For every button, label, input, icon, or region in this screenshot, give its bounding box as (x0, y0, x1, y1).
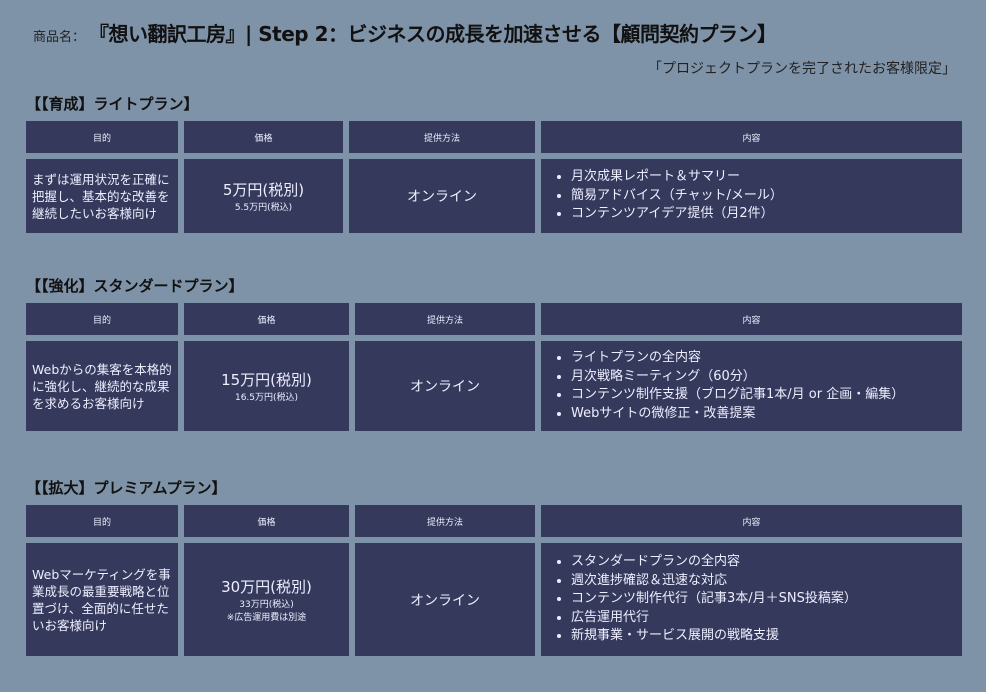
content-item: 広告運用代行 (571, 609, 857, 628)
column-header: 提供方法 (349, 121, 535, 153)
price-note: ※広告運用費は別途 (226, 613, 307, 623)
plan-table: 目的価格提供方法内容 Webマーケティングを事業成長の最重要戦略と位置づけ、全面的… (26, 505, 962, 656)
plan-section: 【【拡大】プレミアムプラン】 目的価格提供方法内容 Webマーケティングを事業成長… (26, 477, 962, 656)
content-item: コンテンツアイデア提供（月2件） (571, 205, 783, 224)
purpose-cell: Webからの集客を本格的に強化し、継続的な成果を求めるお客様向け (26, 341, 178, 431)
column-header: 内容 (541, 121, 962, 153)
content-item: Webサイトの微修正・改善提案 (571, 405, 904, 424)
content-item: 月次戦略ミーティング（60分） (571, 368, 904, 387)
plan-section: 【【育成】ライトプラン】 目的価格提供方法内容まずは運用状況を正確に把握し、基本… (26, 93, 962, 233)
purpose-cell: まずは運用状況を正確に把握し、基本的な改善を継続したいお客様向け (26, 159, 178, 233)
column-header: 価格 (184, 121, 343, 153)
price-cell: 15万円(税別) 16.5万円(税込) (184, 341, 349, 431)
price-excl-tax: 30万円(税別) (221, 578, 312, 596)
column-header: 目的 (26, 303, 178, 335)
plan-title: 【【拡大】プレミアムプラン】 (26, 479, 227, 497)
content-cell: ライトプランの全内容月次戦略ミーティング（60分）コンテンツ制作支援（ブログ記事… (541, 341, 962, 431)
price-incl-tax: 5.5万円(税込) (234, 203, 293, 213)
price-excl-tax: 15万円(税別) (221, 371, 312, 389)
price-cell: 30万円(税別) 33万円(税込) ※広告運用費は別途 (184, 543, 349, 656)
content-item: 週次進捗確認＆迅速な対応 (571, 572, 857, 591)
column-header: 内容 (541, 505, 962, 537)
price-cell: 5万円(税別) 5.5万円(税込) (184, 159, 343, 233)
content-item: 簡易アドバイス（チャット/メール） (571, 187, 783, 206)
product-label: 商品名： (33, 30, 86, 45)
column-header: 価格 (184, 505, 349, 537)
column-header: 価格 (184, 303, 349, 335)
content-item: コンテンツ制作代行（記事3本/月＋SNS投稿案） (571, 590, 857, 609)
column-header: 提供方法 (355, 505, 535, 537)
price-incl-tax: 16.5万円(税込) (234, 393, 299, 403)
content-item: 月次成果レポート＆サマリー (571, 168, 783, 187)
content-item: コンテンツ制作支援（ブログ記事1本/月 or 企画・編集） (571, 386, 904, 405)
plan-section: 【【強化】スタンダードプラン】 目的価格提供方法内容 Webからの集客を本格的に強… (26, 275, 962, 431)
content-cell: 月次成果レポート＆サマリー簡易アドバイス（チャット/メール）コンテンツアイデア提… (541, 159, 962, 233)
column-header: 内容 (541, 303, 962, 335)
method-cell: オンライン (349, 159, 535, 233)
method-cell: オンライン (355, 341, 535, 431)
plan-table: 目的価格提供方法内容まずは運用状況を正確に把握し、基本的な改善を継続したいお客様… (26, 121, 962, 233)
plan-title: 【【強化】スタンダードプラン】 (26, 277, 244, 295)
content-cell: スタンダードプランの全内容週次進捗確認＆迅速な対応コンテンツ制作代行（記事3本/… (541, 543, 962, 656)
price-incl-tax: 33万円(税込) (239, 600, 294, 610)
product-title: 『想い翻訳工房』| Step 2：ビジネスの成長を加速させる【顧問契約プラン】 (89, 22, 777, 46)
content-item: スタンダードプランの全内容 (571, 553, 857, 572)
page-title: 商品名： 『想い翻訳工房』| Step 2：ビジネスの成長を加速させる【顧問契約… (33, 18, 777, 47)
plan-table: 目的価格提供方法内容 Webからの集客を本格的に強化し、継続的な成果を求めるお客様… (26, 303, 962, 431)
method-cell: オンライン (355, 543, 535, 656)
price-excl-tax: 5万円(税別) (222, 181, 305, 199)
content-item: 新規事業・サービス展開の戦略支援 (571, 627, 857, 646)
plan-title: 【【育成】ライトプラン】 (26, 95, 199, 113)
column-header: 目的 (26, 121, 178, 153)
column-header: 提供方法 (355, 303, 535, 335)
purpose-cell: Webマーケティングを事業成長の最重要戦略と位置づけ、全面的に任せたいお客様向け (26, 543, 178, 656)
column-header: 目的 (26, 505, 178, 537)
subtitle: 「プロジェクトプランを完了されたお客様限定」 (648, 61, 956, 77)
content-item: ライトプランの全内容 (571, 349, 904, 368)
